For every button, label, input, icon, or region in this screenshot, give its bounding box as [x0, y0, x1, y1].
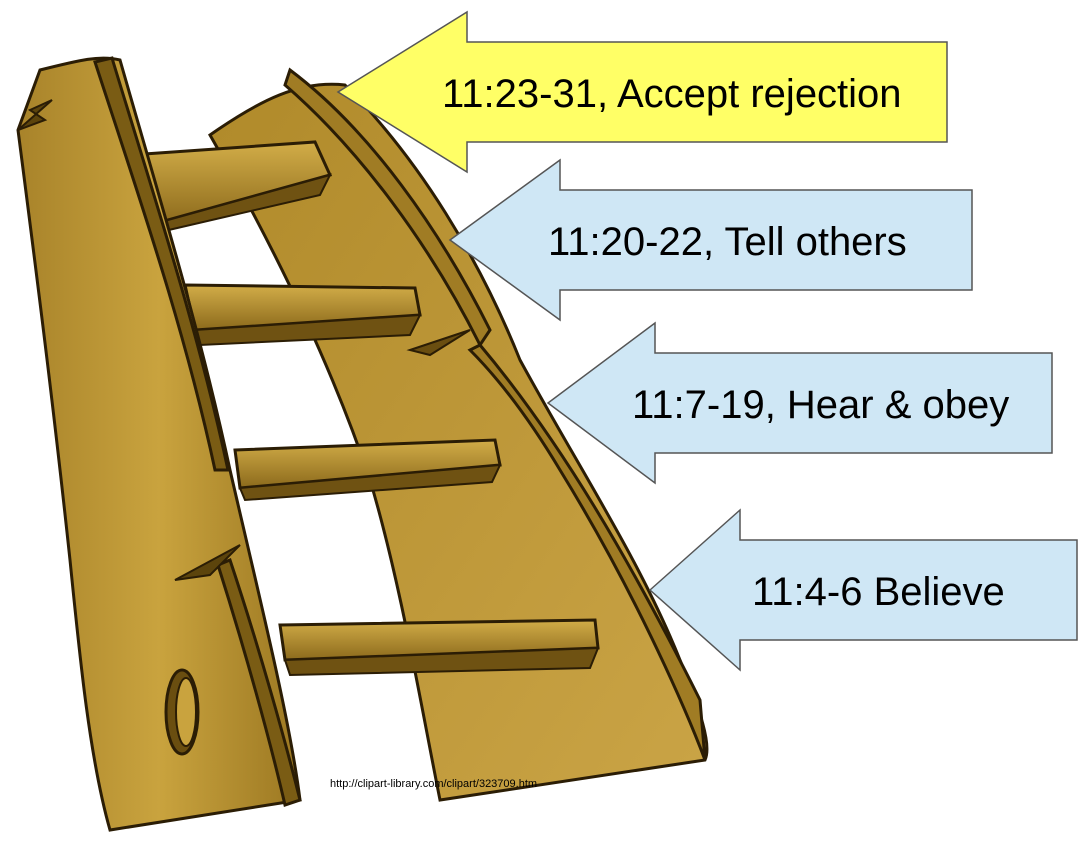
image-credit-link[interactable]: http://clipart-library.com/clipart/32370… [330, 778, 537, 790]
hand-hole [166, 670, 198, 754]
step-label-accept-rejection: 11:23-31, Accept rejection [442, 74, 902, 114]
ladder-rung-2 [185, 285, 420, 345]
step-label-hear-obey: 11:7-19, Hear & obey [632, 385, 1009, 425]
ladder-rung-4 [280, 620, 598, 675]
step-label-believe: 11:4-6 Believe [752, 572, 1005, 612]
step-label-tell-others: 11:20-22, Tell others [548, 222, 907, 262]
